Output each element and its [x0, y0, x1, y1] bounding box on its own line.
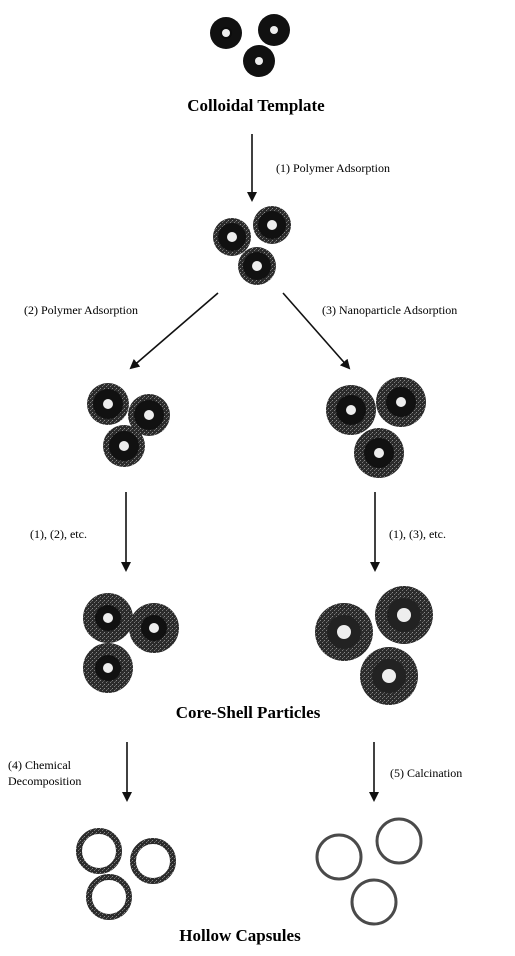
template-particle — [243, 45, 275, 77]
template-particle — [210, 17, 242, 49]
left-repeat-label: (1), (2), etc. — [30, 527, 87, 542]
step-4-label-line1: (4) Chemical — [8, 758, 71, 773]
coated-particle — [238, 247, 276, 285]
step-4-label-line2: Decomposition — [8, 774, 81, 789]
core-shell-particle — [83, 593, 133, 643]
nanoparticle-coated-particle — [354, 428, 404, 478]
heading-core-shell-particles: Core-Shell Particles — [176, 703, 321, 723]
nanoparticle-coated-particles — [326, 377, 426, 478]
hollow-capsule — [377, 819, 421, 863]
core-shell-particle — [129, 603, 179, 653]
step-1-label: (1) Polymer Adsorption — [276, 161, 390, 176]
core-shell-particles-left — [83, 593, 179, 693]
arrow-step-2 — [131, 293, 218, 368]
hollow-capsule — [317, 835, 361, 879]
coated-particle — [213, 218, 251, 256]
core-shell-particle — [375, 586, 433, 644]
core-shell-particles-right — [315, 586, 433, 705]
polymer-coated-particle — [103, 425, 145, 467]
core-shell-particle — [83, 643, 133, 693]
step-2-label: (2) Polymer Adsorption — [24, 303, 138, 318]
hollow-capsule — [89, 877, 129, 917]
polymer-coated-particles — [87, 383, 170, 467]
right-repeat-label: (1), (3), etc. — [389, 527, 446, 542]
hollow-capsules-right — [317, 819, 421, 924]
coated-particle — [253, 206, 291, 244]
core-shell-particle — [360, 647, 418, 705]
template-particles — [210, 14, 290, 77]
coated-particles — [213, 206, 291, 285]
hollow-capsule — [79, 831, 119, 871]
heading-colloidal-template: Colloidal Template — [187, 96, 324, 116]
nanoparticle-coated-particle — [326, 385, 376, 435]
nanoparticle-coated-particle — [376, 377, 426, 427]
hollow-capsule — [352, 880, 396, 924]
core-shell-particle — [315, 603, 373, 661]
heading-hollow-capsules: Hollow Capsules — [179, 926, 300, 946]
hollow-capsules-left — [79, 831, 173, 917]
template-particle — [258, 14, 290, 46]
step-3-label: (3) Nanoparticle Adsorption — [322, 303, 457, 318]
polymer-coated-particle — [87, 383, 129, 425]
step-5-label: (5) Calcination — [390, 766, 462, 781]
hollow-capsule — [133, 841, 173, 881]
